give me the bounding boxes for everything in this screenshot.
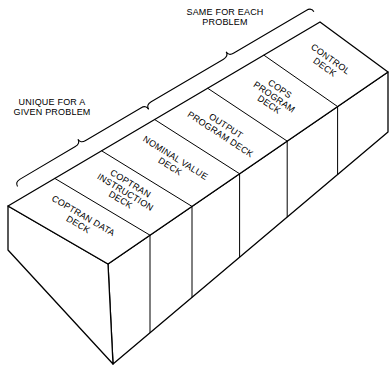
deck-separator <box>150 235 151 333</box>
top-face <box>8 22 388 264</box>
deck-separator <box>287 141 288 217</box>
brace-label: SAME FOR EACH PROBLEM <box>183 8 267 28</box>
brace-label: UNIQUE FOR A GIVEN PROBLEM <box>10 98 94 118</box>
brace <box>17 107 149 187</box>
deck-separator <box>337 107 338 175</box>
deck-separator <box>192 206 193 297</box>
deck-separator <box>239 174 240 257</box>
